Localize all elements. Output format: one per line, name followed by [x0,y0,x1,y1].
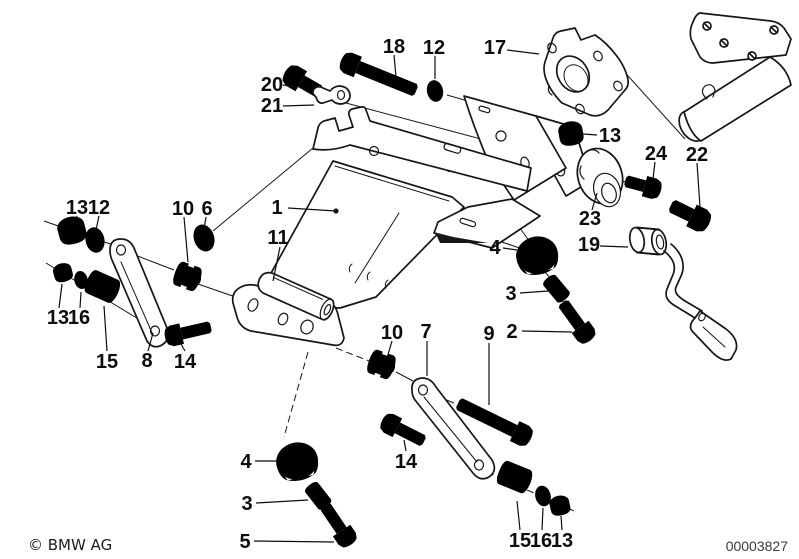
part-12-washer [83,225,107,255]
part-10-bushing [170,260,205,293]
leader-line [183,216,189,263]
part-10-bushing [364,348,399,381]
part-15-bushing [82,268,123,305]
callout-15-bushing[interactable]: 15 [509,530,531,552]
callout-19-clamping-lever[interactable]: 19 [578,234,600,256]
callout-3-spacer-sleeve[interactable]: 3 [505,283,516,305]
leader-line [386,340,393,359]
callout-15-bushing[interactable]: 15 [96,351,118,373]
part-14-hex-bolt [377,410,429,451]
leader-line [696,162,701,208]
leader-line [95,215,100,231]
callout-12-washer[interactable]: 12 [423,37,445,59]
callout-13-hex-nut[interactable]: 13 [47,307,69,329]
callout-16-washer[interactable]: 16 [530,530,552,552]
leader-line [502,247,518,251]
leader-line [591,192,598,211]
leader-line [180,343,186,352]
part-4-rubber-damper [512,232,562,279]
leader-line [103,305,108,352]
callout-9-hex-bolt[interactable]: 9 [483,323,494,345]
part-22-hex-bolt [665,194,715,235]
part-14-hex-bolt [162,316,214,348]
callout-16-washer[interactable]: 16 [68,307,90,329]
leader-line [253,540,335,543]
leader-line [72,215,78,224]
part-5-hex-bolt [316,499,360,551]
leader-line [541,507,544,531]
leader-line [272,246,281,282]
part-19-clamping-lever [628,226,738,361]
part-17-bearing-flange [543,27,630,117]
callout-13-hex-nut[interactable]: 13 [551,530,573,552]
part-8-link-bracket [109,238,170,348]
part-4-rubber-damper [272,438,322,485]
steering-column-tube [678,12,792,142]
part-1-support-bracket [231,95,592,347]
callout-23-bearing-ring[interactable]: 23 [579,208,601,230]
part-24-hex-bolt [622,170,664,201]
callout-17-bearing-flange[interactable]: 17 [484,37,506,59]
callout-7-link-bracket[interactable]: 7 [420,321,431,343]
part-11-pivot-pin [257,271,335,321]
part-23-bearing-ring [576,147,624,208]
callout-20-hex-bolt[interactable]: 20 [261,74,283,96]
callout-10-bushing[interactable]: 10 [381,322,403,344]
callout-2-hex-bolt[interactable]: 2 [506,321,517,343]
callout-13-hex-nut[interactable]: 13 [599,125,621,147]
callout-5-hex-bolt[interactable]: 5 [239,531,250,553]
callout-4-rubber-damper[interactable]: 4 [489,237,501,259]
callout-21-clamp-plate[interactable]: 21 [261,95,283,117]
callout-11-pivot-pin[interactable]: 11 [267,227,288,249]
leader-line [203,216,207,230]
leader-line [147,332,154,352]
leader-line [282,84,298,88]
leader-dot [333,208,339,214]
part-3-spacer-sleeve [541,272,572,305]
callout-18-hex-bolt[interactable]: 18 [383,36,405,58]
part-13-hex-nut [51,261,75,285]
callout-22-hex-bolt[interactable]: 22 [686,144,708,166]
callout-3-spacer-sleeve[interactable]: 3 [241,493,252,515]
leader-line [58,283,63,309]
callout-14-hex-bolt[interactable]: 14 [395,451,418,473]
part-15-bushing [494,459,535,496]
leader-line [582,133,598,136]
callout-14-hex-bolt[interactable]: 14 [174,351,197,373]
callout-24-hex-bolt[interactable]: 24 [645,143,668,165]
copyright-notice: © BMW AG [28,536,112,554]
callout-10-bushing[interactable]: 10 [172,198,194,220]
leader-line [282,104,315,107]
leader-line [287,207,337,212]
part-21-clamp-plate [312,85,351,105]
leader-line [652,161,656,180]
callout-layer: 1233445678910101112121313131314141515161… [47,36,708,553]
callout-13-hex-nut[interactable]: 13 [66,197,88,219]
leader-line [599,245,629,248]
document-number: 00003827 [726,538,789,554]
callout-12-washer[interactable]: 12 [88,197,110,219]
leader-line [521,330,573,333]
leader-line [255,499,309,504]
leader-line [79,291,82,309]
leader-line [393,54,397,78]
callout-6-washer[interactable]: 6 [201,198,212,220]
leader-line [516,500,521,531]
callout-1-support-bracket[interactable]: 1 [271,197,282,219]
part-13-hex-nut [548,493,572,518]
part-12-washer [424,78,446,104]
leader-line [519,290,549,294]
leader-line [403,439,407,452]
part-7-link-bracket [411,377,496,480]
callout-4-rubber-damper[interactable]: 4 [240,451,252,473]
leader-line [506,49,540,55]
leader-line [560,515,563,531]
part-2-hex-bolt [554,296,599,347]
callout-8-link-bracket[interactable]: 8 [141,350,152,372]
